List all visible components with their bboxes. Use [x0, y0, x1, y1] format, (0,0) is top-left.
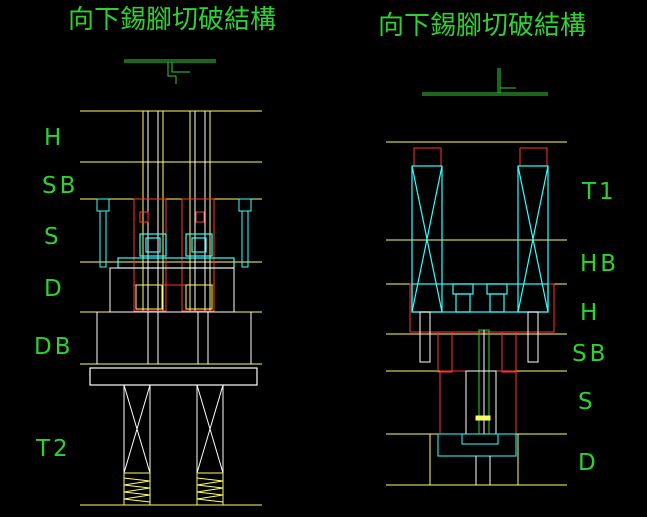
right-label-hb: HB — [580, 251, 619, 277]
right-title: 向下錫腳切破結構 — [378, 11, 586, 41]
left-strip-profile — [124, 59, 216, 84]
right-label-h: H — [580, 300, 600, 326]
left-base-plate — [89, 367, 258, 386]
left-title: 向下錫腳切破結構 — [68, 5, 276, 35]
left-label-d: D — [44, 276, 65, 302]
left-punch-inserts — [117, 233, 235, 269]
left-label-s: S — [44, 224, 62, 250]
right-die-inserts — [429, 370, 519, 485]
left-label-t2: T2 — [35, 436, 71, 462]
left-layer-labels: H SB S D DB T2 — [34, 125, 78, 462]
left-label-sb: SB — [42, 173, 78, 199]
right-layer-labels: T1 HB H SB S D — [572, 179, 619, 476]
left-label-db: DB — [34, 334, 74, 360]
left-springs — [123, 472, 224, 506]
right-panel: 向下錫腳切破結構 — [378, 11, 619, 486]
left-panel: 向下錫腳切破結構 — [34, 5, 276, 506]
left-support-columns — [123, 384, 224, 474]
left-die-blocks — [96, 267, 252, 364]
right-label-s: S — [578, 389, 596, 415]
left-punch-holders — [142, 110, 211, 312]
right-label-t1: T1 — [581, 179, 617, 205]
right-strip-profile — [422, 68, 548, 96]
left-guide-posts — [96, 198, 252, 268]
left-stripper-inserts — [133, 198, 215, 312]
left-plate-lines — [80, 110, 262, 506]
right-label-sb: SB — [572, 341, 608, 367]
right-label-d: D — [578, 450, 599, 476]
right-t1-columns — [411, 165, 549, 313]
left-label-h: H — [44, 125, 64, 151]
